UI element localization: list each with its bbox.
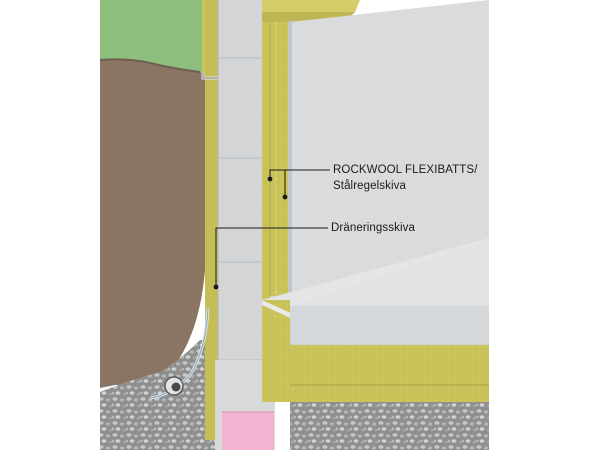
rockwool-label-line1: ROCKWOOL FLEXIBATTS/ (333, 164, 478, 176)
interior-wall-board (290, 0, 489, 300)
drainage-label: Dräneringsskiva (331, 222, 415, 234)
pink-board (222, 412, 274, 450)
drain-pipe-icon (164, 376, 184, 396)
gravel-under-slab (290, 402, 489, 450)
concrete-wall (218, 0, 262, 410)
rockwool-callout: ROCKWOOL FLEXIBATTS/ Stålregelskiva (333, 162, 478, 194)
callout-dot-icon (213, 176, 288, 290)
rockwool-label-line2: Stålregelskiva (333, 180, 406, 192)
soil-layer (100, 59, 205, 389)
top-beam (262, 0, 360, 12)
drainage-callout: Dräneringsskiva (331, 220, 415, 236)
leader-lines (215, 169, 330, 286)
